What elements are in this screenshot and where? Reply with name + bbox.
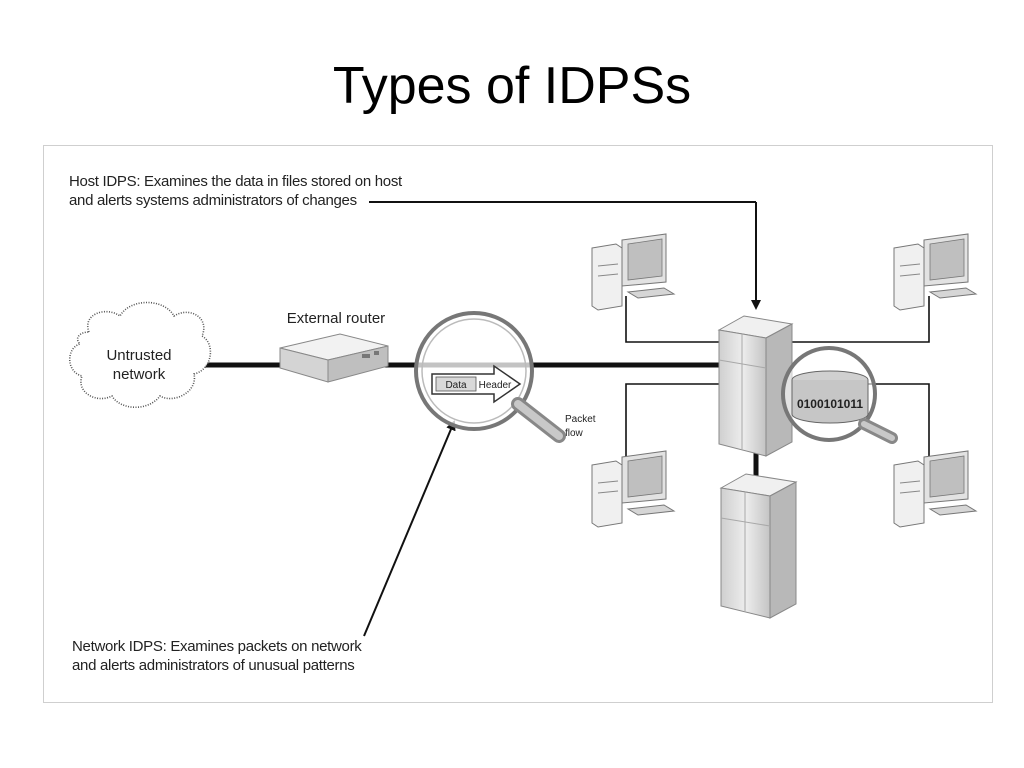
- cloud-icon: Untrusted network: [68, 301, 212, 408]
- network-idps-line2: and alerts administrators of unusual pat…: [72, 657, 355, 674]
- host-idps-line2: and alerts systems administrators of cha…: [69, 192, 357, 209]
- cloud-label-line1: Untrusted: [106, 347, 171, 364]
- second-server-icon: [719, 473, 798, 619]
- diagram-canvas: Untrusted network External router Data H…: [68, 201, 978, 637]
- workstation-icon: [893, 450, 978, 528]
- workstation-icon: [591, 233, 676, 311]
- host-idps-callout: Host IDPS: Examines the data in files st…: [69, 172, 402, 210]
- network-idps-line1: Network IDPS: Examines packets on networ…: [72, 638, 362, 655]
- slide-title: Types of IDPSs: [332, 57, 692, 115]
- workstation-icon: [893, 233, 978, 311]
- router-label: External router: [287, 310, 385, 327]
- binary-data-label: 0100101011: [797, 397, 863, 411]
- network-idps-arrow: [363, 420, 456, 637]
- router-icon: External router: [279, 310, 389, 383]
- packet-flow-label-line1: Packet: [565, 414, 596, 425]
- database-icon: 0100101011: [781, 346, 898, 444]
- packet-flow-label-line2: flow: [565, 428, 584, 439]
- server-icon: [717, 315, 794, 457]
- packet-data-label: Data: [445, 380, 467, 391]
- cloud-label-line2: network: [113, 366, 166, 383]
- packet-header-label: Header: [479, 380, 512, 391]
- idps-diagram: Host IDPS: Examines the data in files st…: [43, 145, 993, 703]
- packet-arrow-icon: Data Header: [431, 364, 522, 404]
- host-idps-arrow: [369, 201, 761, 310]
- magnifier-icon: [414, 311, 566, 443]
- host-idps-line1: Host IDPS: Examines the data in files st…: [69, 173, 402, 190]
- workstation-icon: [591, 450, 676, 528]
- network-idps-callout: Network IDPS: Examines packets on networ…: [72, 637, 362, 675]
